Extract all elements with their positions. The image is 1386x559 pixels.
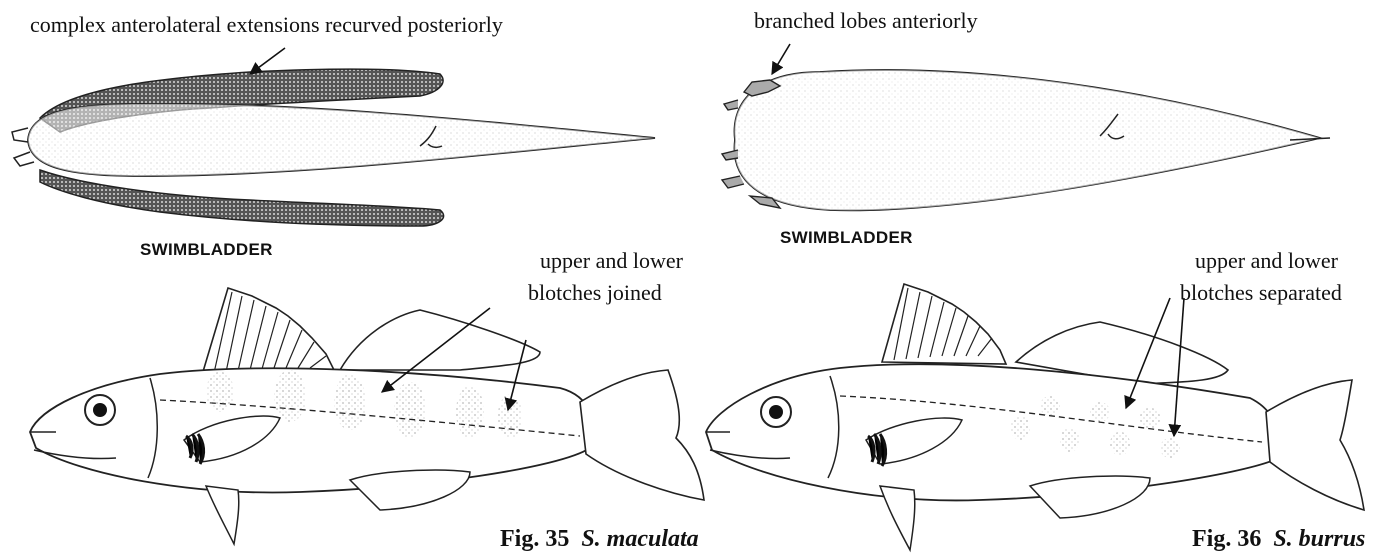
left-caudal-fin	[580, 370, 704, 500]
left-swimbladder-annotation: complex anterolateral extensions recurve…	[30, 12, 503, 38]
right-caudal-fin	[1266, 380, 1364, 510]
left-swimbladder	[12, 69, 655, 226]
right-swimbladder-annotation: branched lobes anteriorly	[754, 8, 978, 34]
left-figure-caption: Fig. 35 S. maculata	[500, 526, 699, 553]
right-species-name: S. burrus	[1273, 526, 1365, 552]
right-fish-annotation-line1: upper and lower	[1195, 248, 1338, 274]
right-figure-caption: Fig. 36 S. burrus	[1192, 526, 1365, 553]
right-swimbladder	[722, 70, 1330, 210]
left-fish	[30, 288, 704, 544]
left-fish-annotation-line1: upper and lower	[540, 248, 683, 274]
right-fish-body	[706, 364, 1274, 500]
right-swimbladder-caption: SWIMBLADDER	[780, 228, 913, 248]
right-fish-annotation-line2: blotches separated	[1180, 280, 1342, 306]
right-fish	[706, 284, 1364, 550]
left-swimbladder-caption: SWIMBLADDER	[140, 240, 273, 260]
left-soft-dorsal-fin	[340, 310, 540, 370]
left-fig-number: Fig. 35	[500, 526, 569, 552]
right-fig-number: Fig. 36	[1192, 526, 1261, 552]
left-species-name: S. maculata	[581, 526, 698, 552]
left-fish-annotation-line2: blotches joined	[528, 280, 662, 306]
left-lower-extension	[40, 170, 444, 226]
left-spiny-dorsal-fin	[202, 288, 334, 375]
